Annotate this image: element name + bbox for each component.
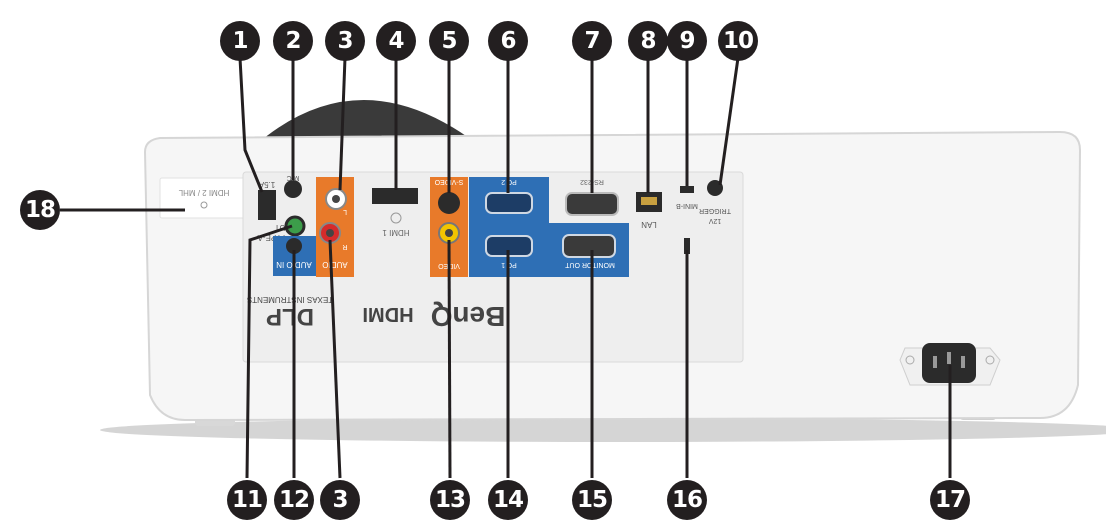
monitor-out-port — [562, 234, 616, 258]
callout-17: 17 — [930, 480, 970, 520]
callout-13: 13 — [430, 480, 470, 520]
callout-12: 12 — [274, 480, 314, 520]
callout-10: 10 — [718, 21, 758, 61]
lan-contacts — [641, 197, 657, 205]
audio-r-label: R — [342, 243, 347, 250]
trigger-12v-label: 12V — [708, 217, 721, 224]
audio-l-jack-core — [332, 195, 340, 203]
power-pin-1 — [933, 356, 937, 368]
monitor-out-label: MONITOR OUT — [564, 261, 614, 268]
callout-4: 4 — [376, 21, 416, 61]
power-screw-left — [905, 355, 915, 365]
dlp-logo: DLP — [266, 303, 314, 330]
power-screw-right — [985, 355, 995, 365]
callout-5: 5 — [429, 21, 469, 61]
callout-14: 14 — [488, 480, 528, 520]
hdmi1-screw — [390, 212, 402, 224]
callout-6: 6 — [488, 21, 528, 61]
video-jack-core — [445, 229, 453, 237]
callout-9: 9 — [667, 21, 707, 61]
mini-b-label: MINI-B — [676, 202, 698, 209]
mic-jack — [284, 180, 302, 198]
hdmi-logo: HDMI — [362, 303, 413, 325]
usb-type-a-label: TYPE-A — [257, 233, 287, 242]
floor-shadow — [100, 418, 1106, 442]
security-slot — [684, 238, 690, 254]
callout-1: 1 — [220, 21, 260, 61]
power-pin-3 — [961, 356, 965, 368]
audio-group-label: AUDIO — [322, 260, 347, 269]
power-pin-2 — [947, 352, 951, 364]
benq-logo: BenQ — [431, 301, 506, 332]
callout-15: 15 — [572, 480, 612, 520]
trigger-label: TRIGGER — [699, 207, 731, 214]
callout-3: 3 — [325, 21, 365, 61]
ti-logo: TEXAS INSTRUMENTS — [247, 295, 333, 304]
mini-b-port — [680, 186, 694, 193]
audio-out-jack — [284, 215, 306, 237]
hdmi1-label: HDMI 1 — [382, 228, 410, 237]
hdmi1-port — [372, 188, 418, 204]
callout-18: 18 — [20, 190, 60, 230]
lan-label: LAN — [641, 220, 657, 229]
usb-type-a-port — [258, 190, 276, 220]
audio-l-label: L — [343, 208, 347, 215]
audio-r-jack-core — [326, 229, 334, 237]
callout-2: 2 — [273, 21, 313, 61]
audio-in-jack — [286, 238, 302, 254]
usb-power-label: 1.5A — [258, 180, 275, 189]
hdmi2-screw — [200, 201, 208, 209]
callout-11: 11 — [227, 480, 267, 520]
hdmi2-label: HDMI 2 / MHL — [178, 188, 229, 197]
rs232-port — [565, 192, 619, 216]
callout-8: 8 — [628, 21, 668, 61]
hdmi2-cover — [159, 177, 249, 219]
callout-7: 7 — [572, 21, 612, 61]
pc2-port — [485, 192, 533, 214]
callout-16: 16 — [667, 480, 707, 520]
s-video-port — [438, 192, 460, 214]
callout-3-bottom: 3 — [320, 480, 360, 520]
leader-lines — [60, 57, 952, 479]
